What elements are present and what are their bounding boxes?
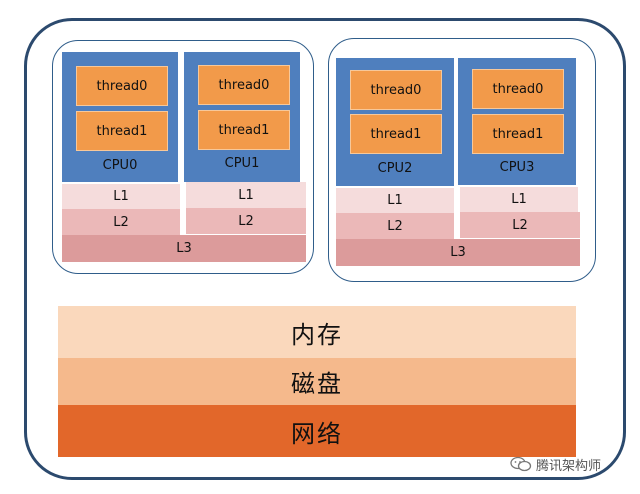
cpu0-label: CPU0 <box>102 157 138 173</box>
cpu1-label: CPU1 <box>224 155 260 171</box>
package1-l3-cache: L3 <box>62 235 306 262</box>
cpu0-l2-cache: L2 <box>62 209 180 235</box>
package2-l3-cache: L3 <box>336 239 580 266</box>
network-layer: 网络 <box>58 405 576 457</box>
cpu2-thread0: thread0 <box>350 70 442 110</box>
cpu2-label: CPU2 <box>377 160 413 176</box>
cpu0-thread1: thread1 <box>76 111 168 151</box>
cpu2-l2-cache: L2 <box>336 213 454 239</box>
cpu0-l1-cache: L1 <box>62 184 180 209</box>
cpu3-thread1: thread1 <box>472 114 564 154</box>
watermark-text: 腾讯架构师 <box>536 458 602 474</box>
cpu3-l1-cache: L1 <box>460 187 578 212</box>
cpu1-thread1: thread1 <box>198 110 290 150</box>
wechat-icon <box>510 456 532 472</box>
cpu1-l2-cache: L2 <box>186 208 306 234</box>
watermark: 腾讯架构师 <box>510 454 626 474</box>
cpu2-thread1: thread1 <box>350 114 442 154</box>
cpu1-l1-cache: L1 <box>186 182 306 208</box>
cpu2-l1-cache: L1 <box>336 188 454 213</box>
cpu3-l2-cache: L2 <box>460 212 580 238</box>
disk-layer: 磁盘 <box>58 358 576 405</box>
memory-layer: 内存 <box>58 306 576 358</box>
cpu1-thread0: thread0 <box>198 65 290 105</box>
cpu0-thread0: thread0 <box>76 66 168 106</box>
cpu3-thread0: thread0 <box>472 69 564 109</box>
cpu3-label: CPU3 <box>499 159 535 175</box>
